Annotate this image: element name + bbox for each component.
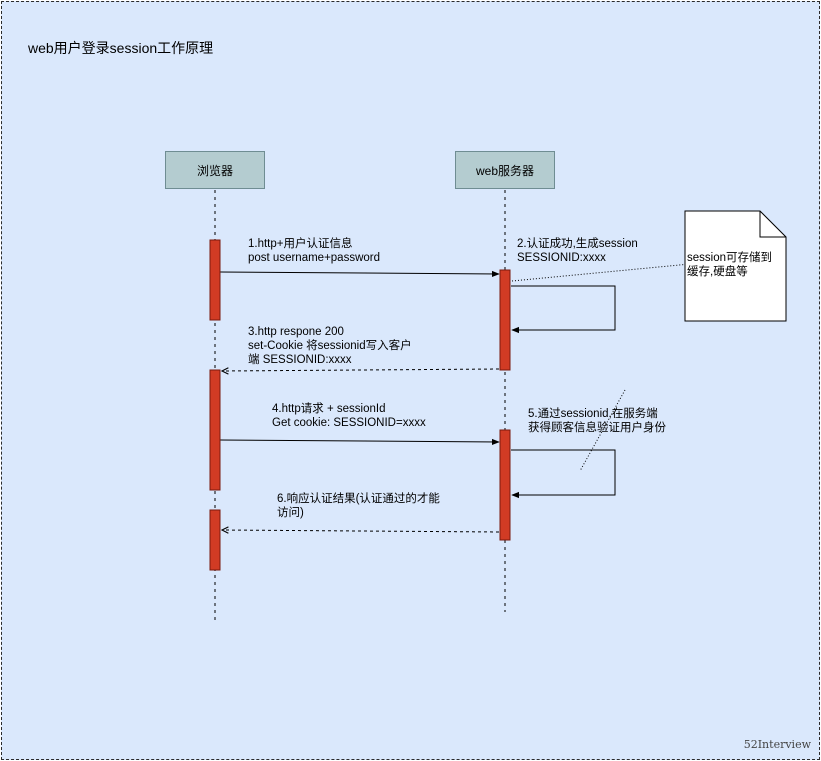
actor-server: web服务器 <box>455 151 555 189</box>
message-3-line-3: 端 SESSIONID:xxxx <box>248 354 352 366</box>
message-5-label: 5.通过sessionid,在服务端 获得顾客信息验证用户身份 <box>528 407 666 435</box>
watermark: 52Interview <box>743 738 811 751</box>
note-text: session可存储到缓存,硬盘等 <box>687 252 772 278</box>
browser-activation-2 <box>209 369 221 491</box>
server-activation-2 <box>499 429 511 541</box>
message-3-line-2: set-Cookie 将sessionid写入客户 <box>248 340 412 352</box>
message-3-arrow <box>222 369 500 371</box>
message-6-line-1: 6.响应认证结果(认证通过的才能 <box>277 493 440 505</box>
message-4-line-1: 4.http请求 + sessionId <box>272 403 386 415</box>
message-2-line-1: 2.认证成功,生成session <box>517 238 638 250</box>
note-fold <box>759 211 786 238</box>
browser-activation-1 <box>209 239 221 321</box>
message-2-self-arrow <box>511 285 616 334</box>
actor-browser: 浏览器 <box>165 151 265 189</box>
message-5-self-arrow <box>511 449 616 499</box>
note-shape <box>684 210 787 322</box>
message-1-arrow <box>219 270 500 278</box>
message-1-line-1: 1.http+用户认证信息 <box>248 238 353 250</box>
message-2-label: 2.认证成功,生成session SESSIONID:xxxx <box>517 237 638 265</box>
dotted-strike <box>579 389 626 472</box>
message-5-line-1: 5.通过sessionid,在服务端 <box>528 408 658 420</box>
message-3-line-1: 3.http respone 200 <box>248 326 344 338</box>
message-4-label: 4.http请求 + sessionId Get cookie: SESSION… <box>272 402 426 430</box>
actor-server-label: web服务器 <box>475 163 534 178</box>
message-3-label: 3.http respone 200 set-Cookie 将sessionid… <box>248 325 412 367</box>
actor-browser-label: 浏览器 <box>196 163 233 178</box>
message-4-line-2: Get cookie: SESSIONID=xxxx <box>272 417 426 429</box>
server-activation-1 <box>499 269 511 371</box>
message-6-line-2: 访问) <box>277 507 304 519</box>
message-1-label: 1.http+用户认证信息 post username+password <box>248 237 380 265</box>
message-2-line-2: SESSIONID:xxxx <box>517 252 606 264</box>
browser-activation-3 <box>209 509 221 571</box>
message-6-label: 6.响应认证结果(认证通过的才能 访问) <box>277 492 440 520</box>
note-connector <box>511 263 691 282</box>
message-6-arrow <box>222 530 500 532</box>
diagram-title: web用户登录session工作原理 <box>28 40 214 56</box>
message-4-arrow <box>219 438 500 446</box>
message-1-line-2: post username+password <box>248 252 381 264</box>
message-5-line-2: 获得顾客信息验证用户身份 <box>528 422 666 434</box>
